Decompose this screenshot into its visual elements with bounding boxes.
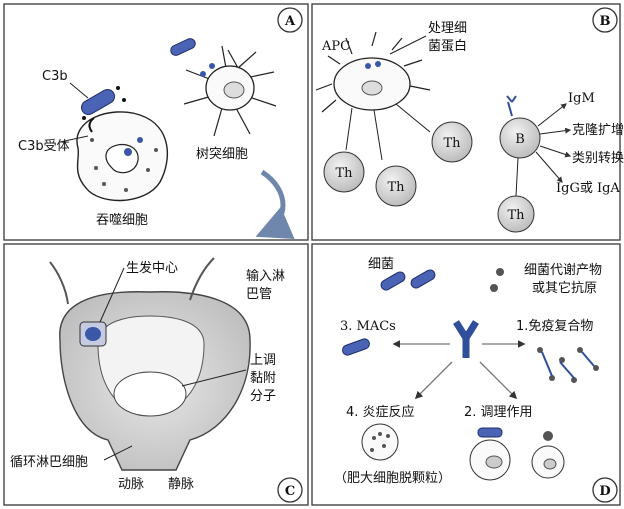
transition-arrow <box>262 172 283 234</box>
upregulate-label-line1: 上调 <box>250 353 276 368</box>
bacteria-label: 细菌 <box>368 257 394 272</box>
afferent-lymphatic-label-line1: 输入淋 <box>246 268 285 284</box>
clonal-expansion-label: 克隆扩增 <box>572 123 624 138</box>
antibody-icon <box>456 322 476 358</box>
upregulate-label-line3: 分子 <box>250 389 276 404</box>
th-label-4: Th <box>507 208 525 223</box>
lymph-node <box>60 292 250 470</box>
mac-bacterium-icon <box>341 338 371 357</box>
processing-label-line1: 处理细 <box>428 21 467 36</box>
th-cell-3: Th <box>432 122 472 162</box>
antigen-dots <box>490 268 504 292</box>
macs-label: 3. MACs <box>340 319 396 334</box>
processing-label-line2: 菌蛋白 <box>428 38 467 54</box>
panel-a: A C3b C3b受体 吞噬细胞 树突细胞 <box>18 8 302 234</box>
panel-a-letter: A <box>284 14 296 29</box>
th-label-3: Th <box>443 136 461 151</box>
igg-iga-label: IgG或 IgA <box>556 181 620 196</box>
dendritic-cell-label: 树突细胞 <box>196 146 248 162</box>
phagocyte-label: 吞噬细胞 <box>96 213 148 228</box>
vein-label: 静脉 <box>168 477 194 492</box>
artery-label: 动脉 <box>118 477 144 492</box>
afferent-lymphatic-vessel-left <box>50 262 68 304</box>
mast-cell-label: （肥大细胞脱颗粒） <box>334 471 451 486</box>
b-cell: B <box>500 96 540 158</box>
circulating-lymphocyte-label: 循环淋巴细胞 <box>10 455 88 470</box>
panel-b: B APC 处理细 菌蛋白 Th Th Th B <box>316 8 624 232</box>
germinal-center-label: 生发中心 <box>126 260 178 276</box>
panel-c-letter: C <box>285 484 295 499</box>
b-cell-label: B <box>515 132 525 147</box>
opsonization-cells <box>470 428 564 480</box>
igm-label: IgM <box>568 91 595 106</box>
upregulate-label-line2: 黏附 <box>250 370 276 386</box>
metabolites-label-line1: 细菌代谢产物 <box>524 262 602 278</box>
th-cell-1: Th <box>324 152 364 192</box>
inflammation-label: 4. 炎症反应 <box>346 404 415 420</box>
th-label-1: Th <box>335 166 353 181</box>
panel-d-letter: D <box>599 484 610 499</box>
c3b-label: C3b <box>42 69 68 84</box>
th-label-2: Th <box>387 180 405 195</box>
afferent-lymphatic-label-line2: 巴管 <box>246 287 272 302</box>
panel-b-letter: B <box>600 14 611 29</box>
mast-cell-icon <box>362 424 398 460</box>
opsonization-label: 2. 调理作用 <box>464 405 533 420</box>
apc-label: APC <box>321 39 350 54</box>
panel-c: C 生发中心 输入淋 巴管 上调 黏附 分子 循环淋巴细胞 动脉 静脉 <box>10 258 302 502</box>
dendritic-cell <box>169 37 276 136</box>
immune-complex-icon <box>537 347 599 383</box>
phagocyte-cell <box>77 112 167 201</box>
immune-complex-label: 1.免疫复合物 <box>516 318 593 334</box>
panel-d: D 细菌 细菌代谢产物 或其它抗原 3. MACs 1.免疫复合物 4. 炎症反… <box>334 257 617 502</box>
metabolites-label-line2: 或其它抗原 <box>532 280 597 296</box>
c3b-receptor-label: C3b受体 <box>18 139 70 154</box>
class-switch-label: 类别转换 <box>572 151 624 166</box>
th-cell-4: Th <box>498 196 534 232</box>
th-cell-2: Th <box>376 166 416 206</box>
